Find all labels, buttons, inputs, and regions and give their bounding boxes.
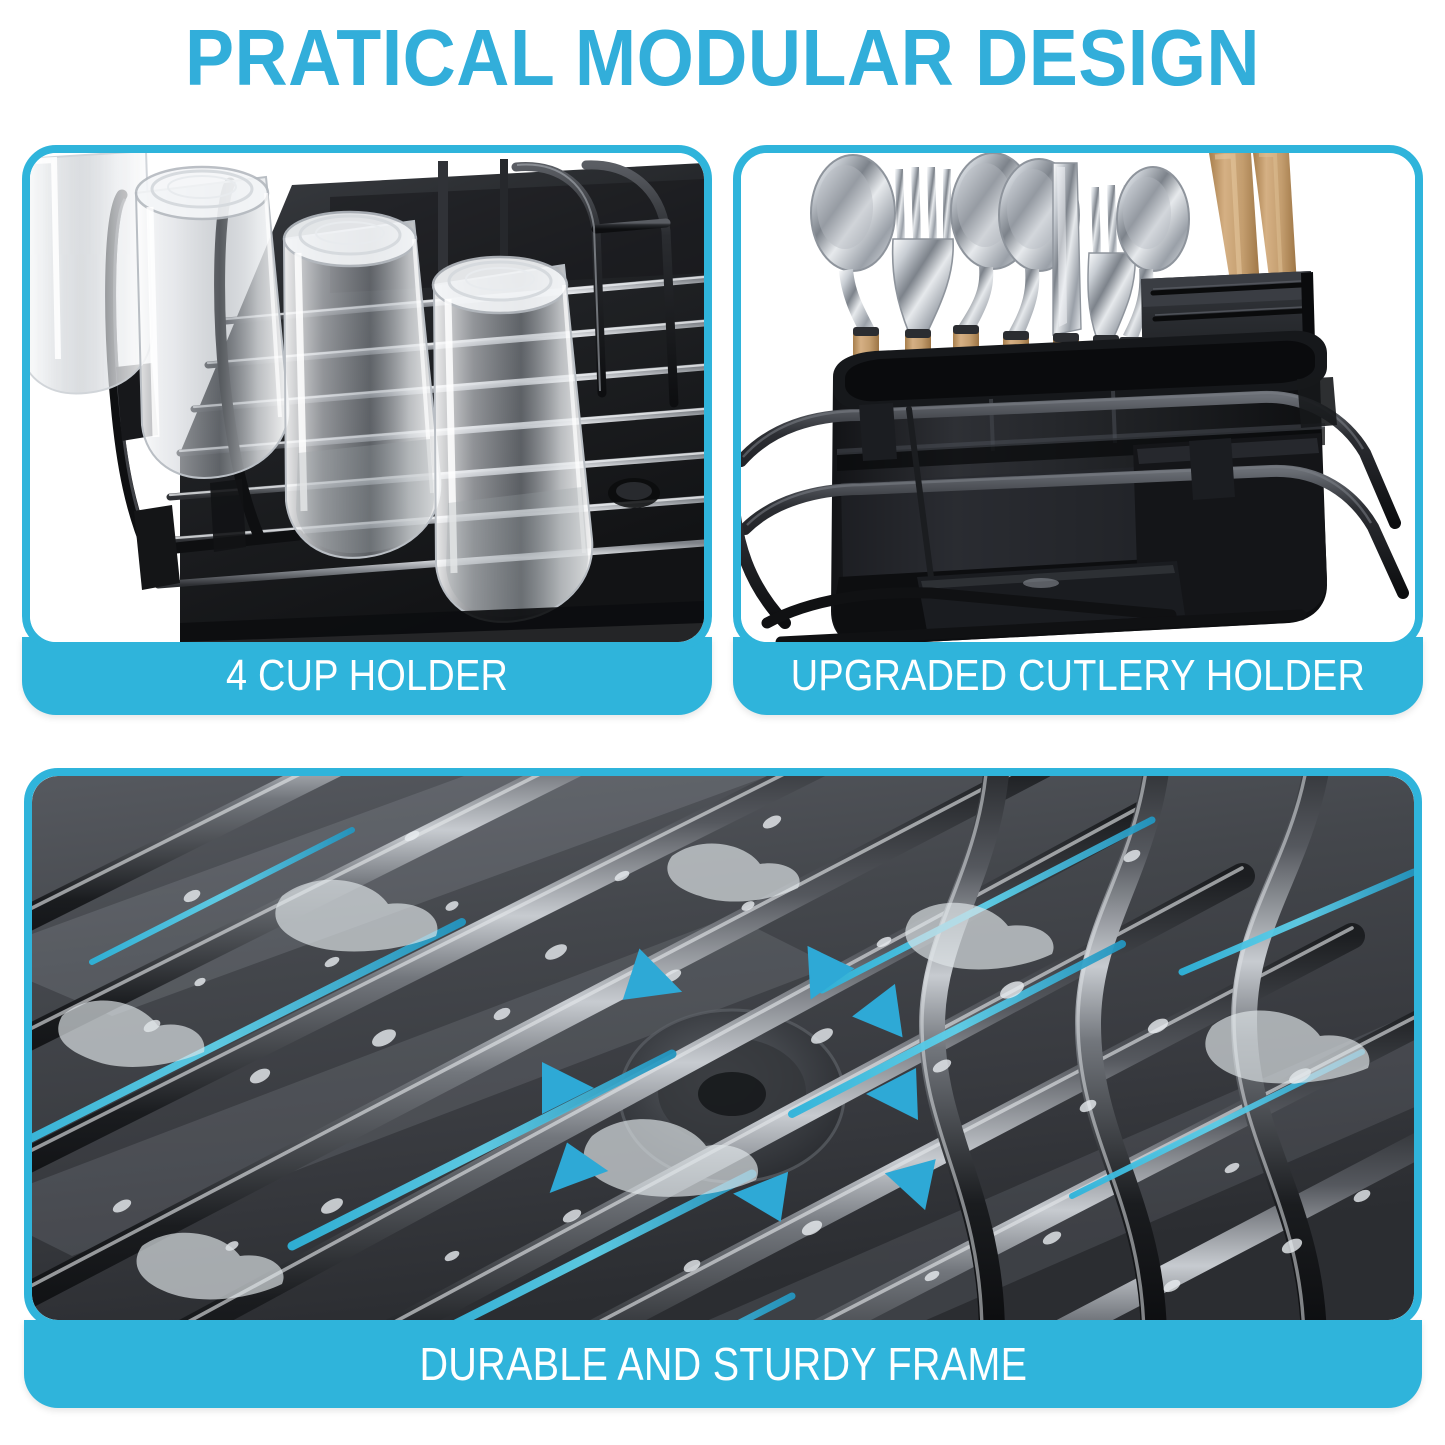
cutlery-holder-photo: [733, 145, 1423, 650]
durable-frame-photo: [24, 768, 1422, 1328]
water-flow-arrow: [852, 983, 903, 1038]
caption-cutlery-holder-text: UPGRADED CUTLERY HOLDER: [790, 651, 1366, 700]
glass-tumbler: [30, 153, 154, 395]
rack-frame-rails-highlight: [742, 391, 1373, 526]
water-flow-arrow: [807, 945, 855, 1000]
water-flow-arrow: [549, 1142, 609, 1193]
caption-cutlery-holder: UPGRADED CUTLERY HOLDER: [733, 637, 1423, 715]
panel-cutlery-holder: UPGRADED CUTLERY HOLDER: [733, 145, 1423, 715]
water-flow-arrow: [542, 1062, 594, 1114]
panel-durable-frame: DURABLE AND STURDY FRAME: [24, 768, 1422, 1408]
water-splashes: [58, 843, 1370, 1300]
glass-tumbler: [134, 165, 290, 479]
cup-holder-illustration: [30, 153, 704, 642]
wooden-utensil-handles: [1209, 153, 1297, 311]
cutlery-holder-illustration: [741, 153, 1415, 642]
cup-holder-photo: [22, 145, 712, 650]
caption-durable-frame-text: DURABLE AND STURDY FRAME: [419, 1338, 1027, 1390]
rack-frame-rails: [741, 390, 1409, 629]
panel-cup-holder: 4 CUP HOLDER: [22, 145, 712, 715]
water-flow-arrow: [884, 1159, 936, 1211]
rail-clips: [859, 377, 1337, 500]
tray-drain-hole: [608, 478, 660, 508]
caption-cup-holder-text: 4 CUP HOLDER: [225, 651, 509, 700]
water-flow-arrows: [542, 945, 936, 1222]
water-flow-arrow: [622, 948, 683, 1000]
rack-bottom-wires: [761, 587, 1307, 642]
water-flow-arrow: [733, 1171, 789, 1222]
caption-cup-holder: 4 CUP HOLDER: [22, 637, 712, 715]
page-title: PRATICAL MODULAR DESIGN: [184, 13, 1261, 102]
water-droplets: [112, 815, 1371, 1293]
water-flow-arrow: [866, 1068, 918, 1120]
caption-durable-frame: DURABLE AND STURDY FRAME: [24, 1320, 1422, 1408]
glass-tumbler: [431, 255, 594, 623]
rack-frame-highlight: [516, 163, 601, 392]
durable-frame-illustration: [32, 776, 1414, 1320]
glass-tumbler: [282, 210, 442, 559]
